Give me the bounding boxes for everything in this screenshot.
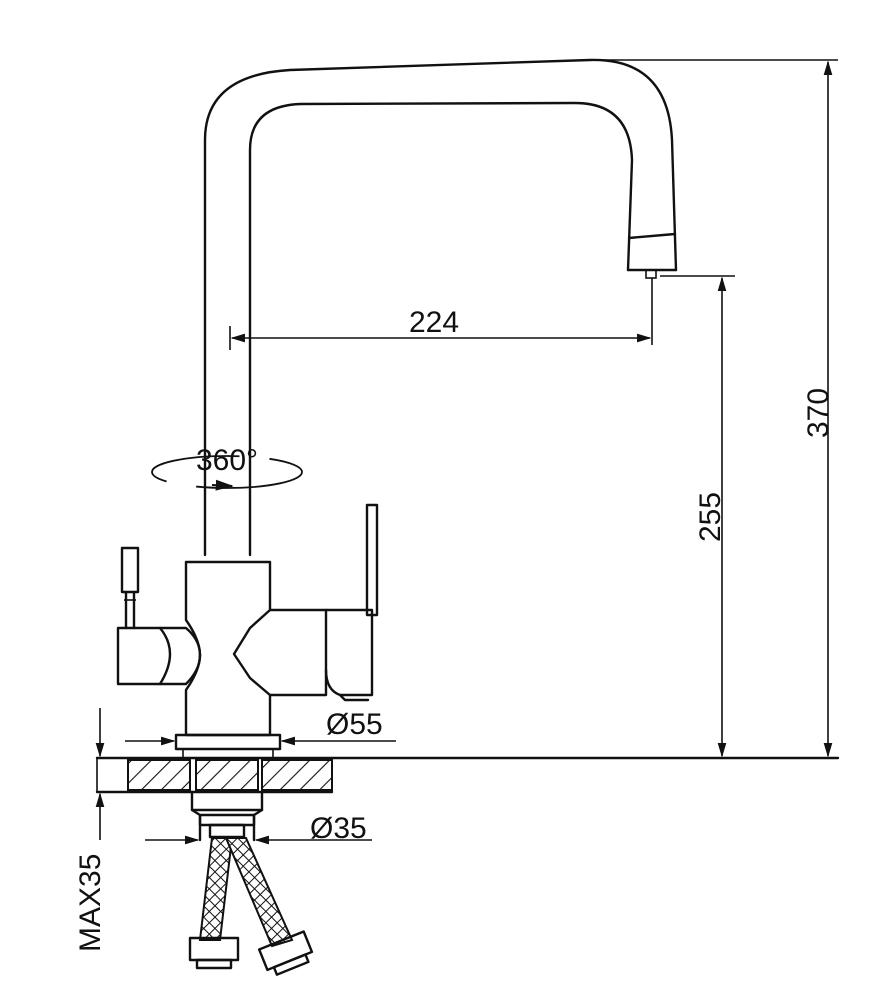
hose-nut-right-cap [272, 953, 310, 976]
spout [203, 58, 678, 557]
dim-base-diameter: Ø55 [326, 708, 383, 741]
hose-nut-left [188, 936, 240, 962]
dim-shank-diameter: Ø35 [310, 812, 367, 845]
hatched-gasket [195, 759, 259, 791]
dim-spout-height: 255 [694, 492, 727, 542]
mounting-shank [190, 790, 264, 842]
dim-total-height: 370 [802, 388, 835, 438]
hatched-counter-left [127, 759, 191, 791]
faucet-body [116, 503, 379, 737]
dim-spout-reach: 224 [409, 306, 459, 339]
dim-max-counter: MAX35 [74, 854, 107, 952]
swivel-indicator: 360° [151, 444, 303, 491]
hatched-counter-right [261, 759, 333, 791]
countertop-section [95, 733, 840, 794]
swivel-label: 360° [196, 444, 258, 477]
supply-hoses [188, 837, 314, 976]
dimension-lines: 224 370 255 Ø55 Ø35 MAX35 [74, 59, 838, 952]
hose-nut-left-cap [195, 958, 233, 970]
